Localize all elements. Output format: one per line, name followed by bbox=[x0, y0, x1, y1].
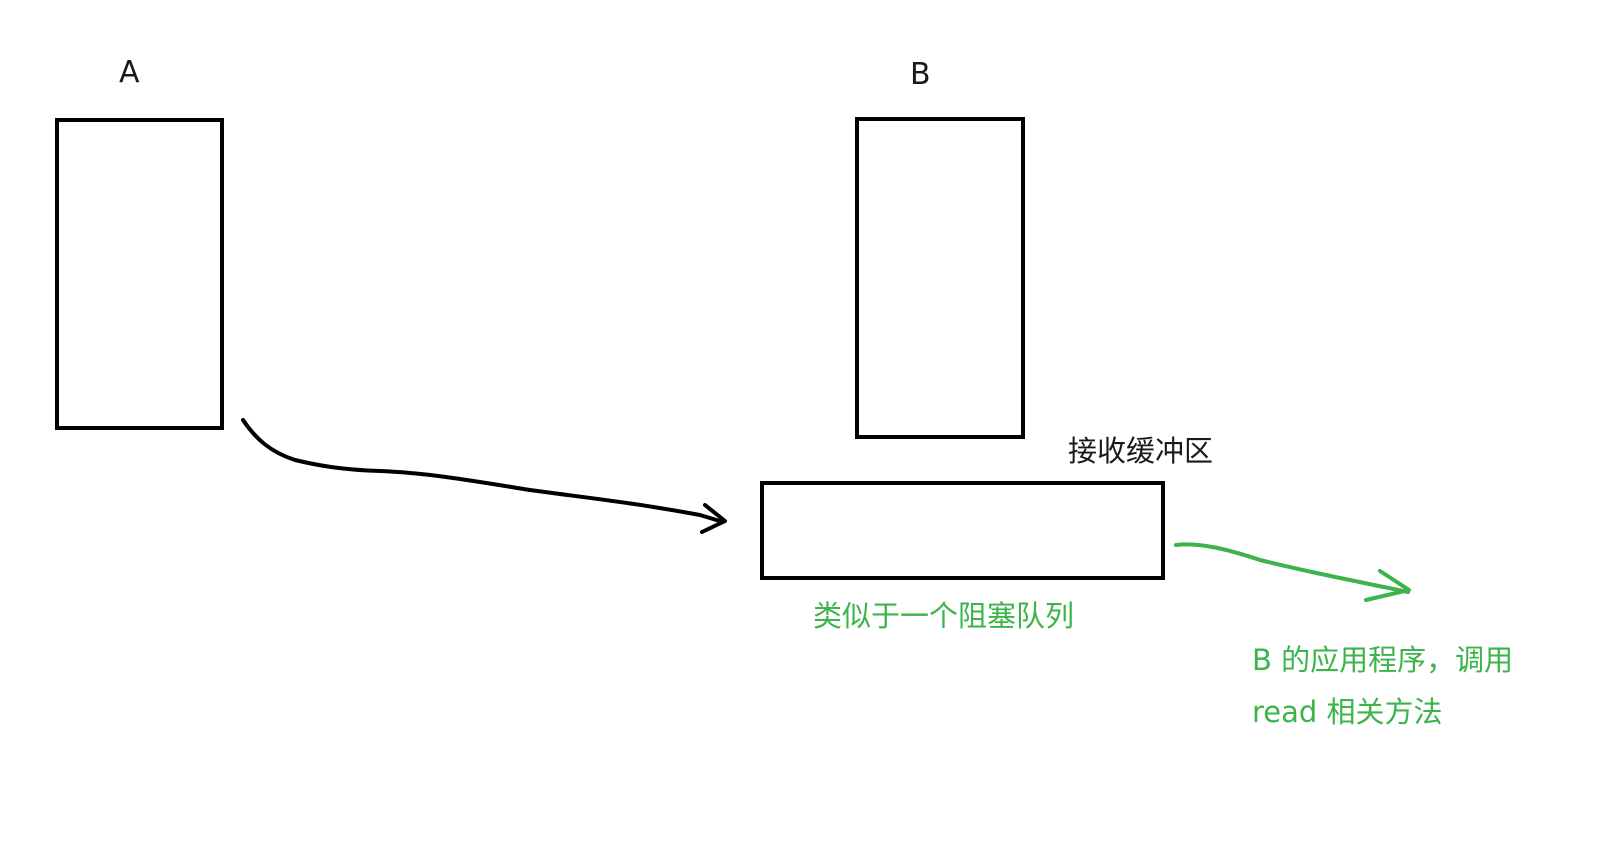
host-b-label: B bbox=[910, 57, 931, 92]
arrow-buffer-to-app bbox=[1174, 542, 1410, 594]
arrow-a-to-buffer-head bbox=[700, 503, 727, 534]
host-a-box bbox=[55, 118, 224, 430]
host-b-box bbox=[855, 117, 1025, 439]
blocking-queue-note: 类似于一个阻塞队列 bbox=[813, 599, 1075, 633]
receive-buffer-box bbox=[760, 481, 1165, 580]
read-method-note-line2: read 相关方法 bbox=[1252, 695, 1443, 729]
arrow-buffer-to-app-head bbox=[1364, 569, 1411, 602]
arrow-a-to-buffer bbox=[241, 418, 725, 524]
receive-buffer-label: 接收缓冲区 bbox=[1068, 434, 1214, 468]
host-a-label: A bbox=[119, 55, 140, 90]
read-method-note: B 的应用程序，调用 read 相关方法 bbox=[1252, 634, 1513, 738]
read-method-note-line1: B 的应用程序，调用 bbox=[1252, 643, 1514, 677]
